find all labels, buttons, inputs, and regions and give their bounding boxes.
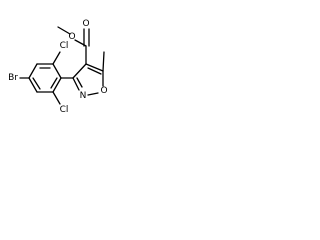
bond-ph4-ph5 (28, 77, 38, 93)
bond-n2-c3-inner (76, 77, 83, 88)
atom-ring-oxygen: O (100, 86, 107, 96)
bond-ph-cl-top (52, 51, 61, 65)
bond-c4-c5-inner (87, 67, 102, 75)
molecule-structure: O O O N Cl Cl Br (8, 19, 107, 115)
bond-ph4-ph5-inner (32, 77, 41, 90)
bond-c4-c5 (85, 63, 104, 72)
atom-chlorine-top: Cl (60, 41, 69, 51)
atom-bromine: Br (8, 73, 18, 83)
atom-chlorine-bottom: Cl (60, 105, 69, 115)
atom-ester-oxygen: O (68, 32, 75, 42)
bond-ph1-ph2 (52, 63, 62, 79)
structure-canvas: O O O N Cl Cl Br (0, 0, 152, 152)
bond-methyl-o (57, 26, 71, 35)
bond-ph6-ph1-inner (50, 77, 58, 89)
bond-c3-c4 (72, 63, 87, 79)
bond-o1-n2 (87, 92, 99, 96)
bond-ph6-ph1 (52, 77, 62, 93)
atom-ring-nitrogen: N (80, 91, 87, 101)
bond-c5-methyl (102, 51, 105, 72)
bond-ph3-ph4 (28, 63, 38, 79)
atom-carbonyl-oxygen: O (82, 19, 89, 29)
bond-n2-c3 (72, 77, 80, 91)
bond-ph-cl-bottom (52, 91, 61, 105)
